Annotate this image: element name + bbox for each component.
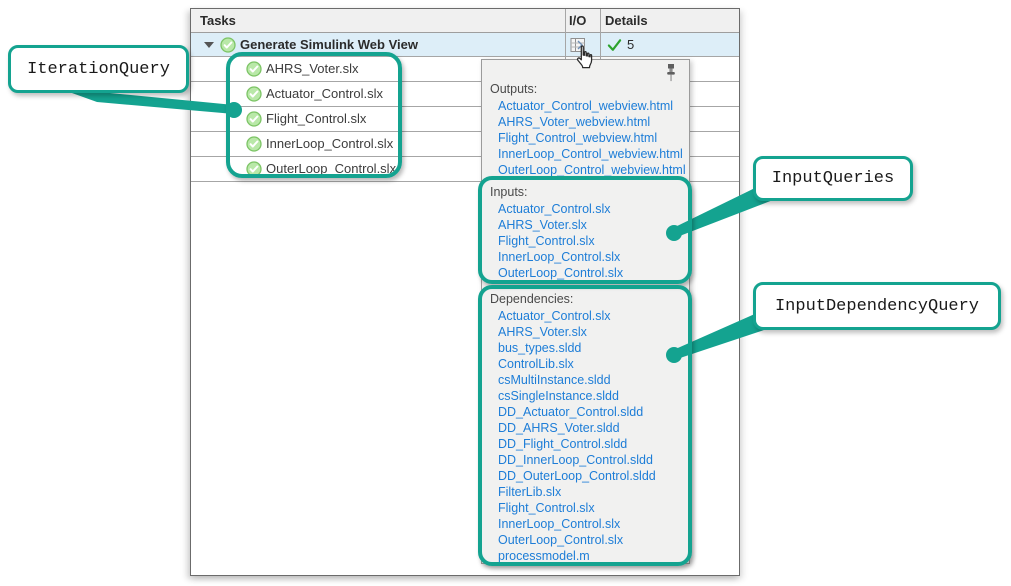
input-link[interactable]: Flight_Control.slx bbox=[498, 234, 595, 248]
callout-label: InputDependencyQuery bbox=[774, 296, 980, 316]
green-check-icon bbox=[607, 38, 622, 51]
dependency-link[interactable]: ControlLib.slx bbox=[498, 357, 574, 371]
output-link[interactable]: Flight_Control_webview.html bbox=[498, 131, 658, 145]
io-details-popup: Outputs: Actuator_Control_webview.html A… bbox=[481, 59, 690, 564]
subtask-label: InnerLoop_Control.slx bbox=[266, 136, 394, 151]
callout-label: IterationQuery bbox=[27, 59, 170, 79]
table-header: Tasks I/O Details bbox=[191, 9, 739, 33]
task-label: Generate Simulink Web View bbox=[240, 37, 418, 52]
dependency-link[interactable]: OuterLoop_Control.slx bbox=[498, 533, 624, 547]
dependency-link[interactable]: DD_OuterLoop_Control.sldd bbox=[498, 469, 656, 483]
column-header-io: I/O bbox=[569, 13, 587, 28]
chevron-down-icon[interactable] bbox=[204, 42, 214, 48]
input-link[interactable]: OuterLoop_Control.slx bbox=[498, 266, 624, 280]
dependency-link[interactable]: Flight_Control.slx bbox=[498, 501, 595, 515]
callout-input-dependency-query: InputDependencyQuery bbox=[753, 282, 1001, 330]
details-cell: 5 bbox=[607, 37, 634, 52]
check-circle-icon bbox=[246, 136, 262, 152]
input-link[interactable]: InnerLoop_Control.slx bbox=[498, 250, 621, 264]
check-circle-icon bbox=[246, 86, 262, 102]
check-circle-icon bbox=[246, 161, 262, 177]
check-circle-icon bbox=[220, 37, 236, 53]
subtask-label: Flight_Control.slx bbox=[266, 111, 367, 126]
io-report-icon[interactable] bbox=[570, 37, 586, 53]
callout-label: InputQueries bbox=[771, 169, 895, 188]
output-link[interactable]: InnerLoop_Control_webview.html bbox=[498, 147, 683, 161]
output-link[interactable]: OuterLoop_Control_webview.html bbox=[498, 163, 686, 177]
dependency-link[interactable]: csMultiInstance.sldd bbox=[498, 373, 611, 387]
task-row-generate-webview[interactable]: Generate Simulink Web View 5 bbox=[191, 33, 739, 57]
column-header-details: Details bbox=[605, 13, 648, 28]
dependency-link[interactable]: DD_InnerLoop_Control.sldd bbox=[498, 453, 653, 467]
output-link[interactable]: Actuator_Control_webview.html bbox=[498, 99, 674, 113]
dependency-link[interactable]: DD_Flight_Control.sldd bbox=[498, 437, 628, 451]
details-count: 5 bbox=[627, 37, 635, 52]
input-link[interactable]: AHRS_Voter.slx bbox=[498, 218, 587, 232]
dependency-link[interactable]: Actuator_Control.slx bbox=[498, 309, 611, 323]
dependency-link[interactable]: DD_Actuator_Control.sldd bbox=[498, 405, 644, 419]
check-circle-icon bbox=[246, 61, 262, 77]
dependency-link[interactable]: csSingleInstance.sldd bbox=[498, 389, 619, 403]
check-circle-icon bbox=[246, 111, 262, 127]
dependency-link[interactable]: InnerLoop_Control.slx bbox=[498, 517, 621, 531]
dependencies-label: Dependencies: bbox=[490, 292, 574, 306]
callout-iteration-query: IterationQuery bbox=[8, 45, 189, 93]
subtask-label: OuterLoop_Control.slx bbox=[266, 161, 397, 176]
column-header-tasks: Tasks bbox=[200, 13, 236, 28]
callout-input-queries: InputQueries bbox=[753, 156, 913, 201]
input-link[interactable]: Actuator_Control.slx bbox=[498, 202, 611, 216]
dependency-link[interactable]: processmodel.m bbox=[498, 549, 590, 563]
dependency-link[interactable]: AHRS_Voter.slx bbox=[498, 325, 587, 339]
output-link[interactable]: AHRS_Voter_webview.html bbox=[498, 115, 651, 129]
dependency-link[interactable]: DD_AHRS_Voter.sldd bbox=[498, 421, 620, 435]
outputs-label: Outputs: bbox=[490, 82, 538, 96]
pin-icon[interactable] bbox=[663, 63, 679, 85]
dependency-link[interactable]: FilterLib.slx bbox=[498, 485, 562, 499]
dependency-link[interactable]: bus_types.sldd bbox=[498, 341, 582, 355]
subtask-label: AHRS_Voter.slx bbox=[266, 61, 359, 76]
subtask-label: Actuator_Control.slx bbox=[266, 86, 384, 101]
inputs-label: Inputs: bbox=[490, 185, 528, 199]
